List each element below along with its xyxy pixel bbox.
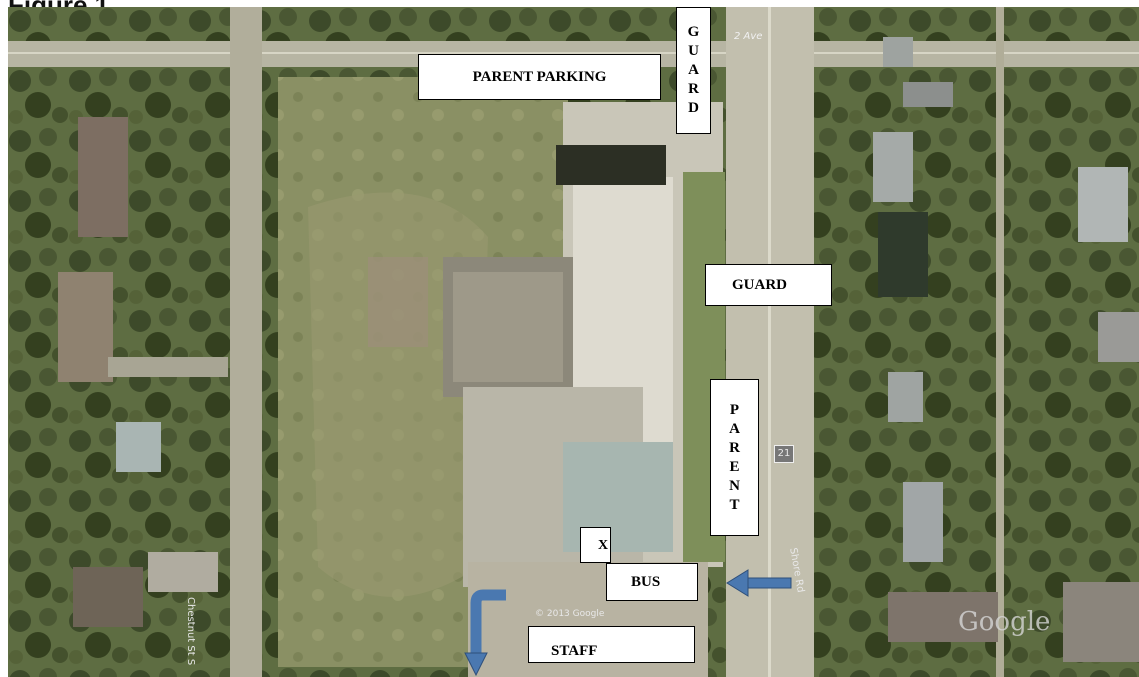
vertical-letter: P xyxy=(729,401,740,418)
google-logo: Google xyxy=(958,607,1051,637)
street-label-ave: 2 Ave xyxy=(734,31,763,42)
vertical-letter: T xyxy=(729,496,740,513)
vertical-letter: A xyxy=(729,420,740,437)
copyright-text: © 2013 Google xyxy=(535,609,605,619)
vertical-letter: N xyxy=(729,477,740,494)
aerial-imagery xyxy=(8,7,1139,677)
staff-label: STAFF xyxy=(528,626,695,663)
vertical-letter: A xyxy=(688,62,699,78)
vertical-letter: D xyxy=(688,100,699,116)
bus-text: BUS xyxy=(631,573,661,590)
vertical-letter: R xyxy=(688,81,699,97)
vertical-letter: E xyxy=(729,458,740,475)
x-mark-box xyxy=(580,527,611,563)
x-mark-text: X xyxy=(598,538,609,553)
vertical-letter: R xyxy=(729,439,740,456)
staff-text: STAFF xyxy=(551,643,598,659)
aerial-map[interactable]: 2 Ave 21 Chestnut St S Shore Rd © 2013 G… xyxy=(8,7,1139,677)
vertical-letter: U xyxy=(688,43,699,59)
vertical-letter: G xyxy=(687,24,700,40)
parent-parking-text: PARENT PARKING xyxy=(472,68,607,85)
parent-parking-label: PARENT PARKING xyxy=(418,54,661,100)
guard-label: GUARD xyxy=(705,264,832,306)
guard-text: GUARD xyxy=(732,276,787,293)
bus-label: BUS xyxy=(606,563,698,601)
street-label-west: Chestnut St S xyxy=(185,597,196,666)
route-shield: 21 xyxy=(774,445,794,463)
